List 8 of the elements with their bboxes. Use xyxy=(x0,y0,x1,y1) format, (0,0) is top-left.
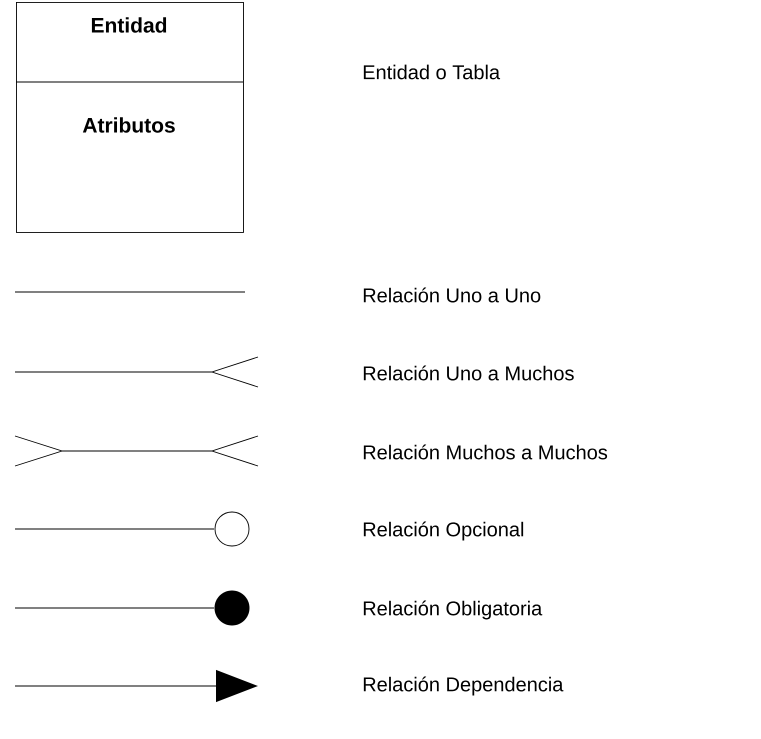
legend-text: Relación Uno a Uno xyxy=(364,288,540,302)
legend-text: Relación Muchos a Muchos xyxy=(364,444,608,460)
legend-text: Relación Dependencia xyxy=(364,676,564,696)
entity-box: Entidad Atributos xyxy=(16,2,244,233)
legend-text: Relación Obligatoria xyxy=(364,600,542,620)
legend-text: Relación Uno a Muchos xyxy=(364,366,574,380)
legend-text: Entidad o Tabla xyxy=(364,64,500,80)
legend-text: Relación Opcional xyxy=(364,522,524,540)
